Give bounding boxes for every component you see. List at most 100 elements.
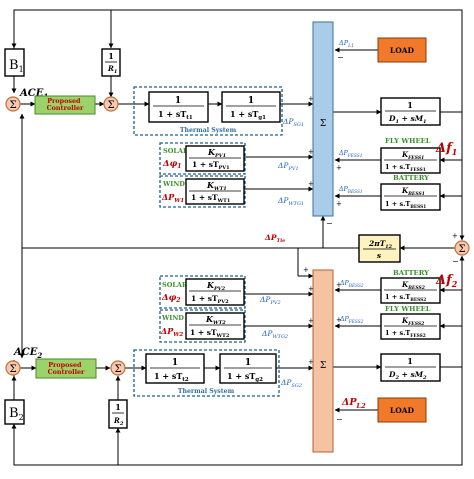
area1-bus-minus-load: − xyxy=(337,53,344,62)
area2-bus-plus-sg: + xyxy=(308,358,314,366)
area2-thermal-system-label: Thermal System xyxy=(178,388,235,395)
area2-power-bus xyxy=(312,269,334,453)
area2-mass-num: 1 xyxy=(407,356,413,366)
area2-solar-label: SOLAR xyxy=(162,281,188,289)
area1-pv-den: 1 + sTPV1 xyxy=(192,160,230,171)
area1-mass-block xyxy=(380,97,441,126)
area2-mass-block xyxy=(380,353,441,382)
area1-fess-den: 1 + s.TFESS1 xyxy=(385,163,426,173)
area2-bus-plus-bess: + xyxy=(336,281,342,289)
area1-controller xyxy=(34,95,96,115)
area2-control-summer-sigma: Σ xyxy=(114,364,121,375)
area2-pv-den: 1 + sTPV2 xyxy=(191,294,229,305)
area1-wind-frame xyxy=(159,175,246,208)
tie-summer-sigma: Σ xyxy=(458,244,465,255)
area2-bess-num: KBESS2 xyxy=(401,280,425,291)
area1-bus-plus-fess: + xyxy=(336,164,342,172)
area1-droop-num: 1 xyxy=(108,51,114,61)
area2-wt-num: KWT2 xyxy=(205,314,226,326)
area2-governor-num: 1 xyxy=(245,358,251,368)
area2-ace-summer xyxy=(5,360,21,376)
area2-fess-block xyxy=(380,313,441,340)
area2-mass-den: D2 + sM2 xyxy=(388,370,427,381)
area1-bias-block xyxy=(4,48,25,77)
area2-fess-den: 1 + s.TFESS2 xyxy=(385,329,426,339)
area2-flywheel-label: FLY WHEEL xyxy=(385,305,431,313)
area1-pfess-label: ΔPFESS1 xyxy=(338,150,362,159)
area1-controller-label: Proposed Controller xyxy=(47,97,84,112)
area1-pwtg-label: ΔPWTG1 xyxy=(277,196,304,207)
area2-pv-block xyxy=(185,278,245,306)
area1-bias-label: B1 xyxy=(9,58,24,74)
area1-wt-num: KWT1 xyxy=(206,180,227,192)
area2-ace-label: ACE2 xyxy=(13,347,42,360)
area1-group: B1 1 R1 Σ ACE1 Proposed Controller Σ The… xyxy=(4,21,457,228)
tie-summer-plus: + xyxy=(452,232,458,240)
area2-controller xyxy=(35,358,97,379)
area2-turbine-num: 1 xyxy=(172,358,178,368)
area2-wind-label: WIND xyxy=(161,314,184,322)
area1-flywheel-label: FLY WHEEL xyxy=(385,137,431,145)
area2-pbess-label: ΔPBESS2 xyxy=(339,280,364,289)
area1-governor-den: 1 + sTg1 xyxy=(230,109,266,121)
area2-droop-den: R2 xyxy=(113,416,124,427)
area1-solar-phi: Δφ1 xyxy=(162,159,181,170)
area1-bus-minus-tie: − xyxy=(326,219,333,228)
area2-turbine-den: 1 + sTt2 xyxy=(154,371,189,383)
tie-summer xyxy=(454,240,470,256)
area1-solar-label: SOLAR xyxy=(163,147,189,155)
area2-bias-label: B2 xyxy=(9,406,24,422)
area1-psg-label: ΔPSG1 xyxy=(282,117,304,128)
area1-solar-frame xyxy=(159,142,246,175)
area1-control-summer xyxy=(103,96,119,112)
area1-wind-power: ΔPW1 xyxy=(161,192,184,204)
area2-wt-block xyxy=(185,312,245,340)
area1-bess-den: 1 + s.TBESS1 xyxy=(385,200,426,210)
area2-droop-block xyxy=(108,399,128,429)
area2-pfess-label: ΔPFESS2 xyxy=(339,316,364,325)
area1-load-label: LOAD xyxy=(390,46,415,55)
tie-line-den: s xyxy=(377,251,382,260)
area2-bus-plus-fess: + xyxy=(336,316,342,324)
area2-wind-frame xyxy=(159,309,246,343)
area1-mass-den: D1 + sM1 xyxy=(388,114,427,125)
area1-wt-den: 1 + sTWT1 xyxy=(191,193,230,204)
area1-ace-summer-sigma: Σ xyxy=(9,100,16,111)
area2-bus-minus-load: − xyxy=(336,415,343,424)
area2-thermal-system-frame xyxy=(133,349,280,397)
area1-thermal-system-frame xyxy=(133,86,283,136)
area2-solar-frame xyxy=(159,275,246,309)
area1-control-summer-sigma: Σ xyxy=(107,100,114,111)
area2-pload-label: ΔPL2 xyxy=(341,397,366,410)
area2-governor-den: 1 + sTg2 xyxy=(227,371,263,383)
area1-turbine-block xyxy=(148,91,209,123)
area1-bess-block xyxy=(380,183,441,211)
area1-bus-plus-sg: + xyxy=(308,95,314,103)
tie-line-group: ΔPTie 2πT12 s Σ + − xyxy=(264,232,470,266)
area2-bus-plus-wt: + xyxy=(308,317,314,325)
area1-battery-label: BATTERY xyxy=(393,174,429,182)
area2-battery-label: BATTERY xyxy=(393,269,429,277)
area2-load-label: LOAD xyxy=(390,406,415,415)
area1-bess-num: KBESS1 xyxy=(401,186,425,197)
area1-fess-block xyxy=(380,147,441,174)
area1-load-block xyxy=(377,37,427,63)
area1-turbine-num: 1 xyxy=(175,96,181,106)
area1-bus-sigma: Σ xyxy=(320,119,326,129)
area1-ace-summer xyxy=(5,96,21,112)
area1-droop-block xyxy=(101,48,121,77)
area1-governor-block xyxy=(221,91,281,123)
area1-turbine-den: 1 + sTt1 xyxy=(158,109,193,121)
tie-line-block xyxy=(358,234,401,263)
area2-pwtg-label: ΔPWTG2 xyxy=(261,329,288,340)
area2-psg-label: ΔPSG2 xyxy=(280,378,302,389)
area2-bus-plus-tie: + xyxy=(303,266,309,274)
area1-pv-block xyxy=(185,145,245,172)
area1-power-bus xyxy=(312,21,334,217)
area1-ppv-label: ΔPPV1 xyxy=(277,161,299,172)
area1-pv-num: KPV1 xyxy=(207,147,226,159)
area2-pv-num: KPV2 xyxy=(206,280,226,292)
area2-droop-num: 1 xyxy=(115,402,121,412)
